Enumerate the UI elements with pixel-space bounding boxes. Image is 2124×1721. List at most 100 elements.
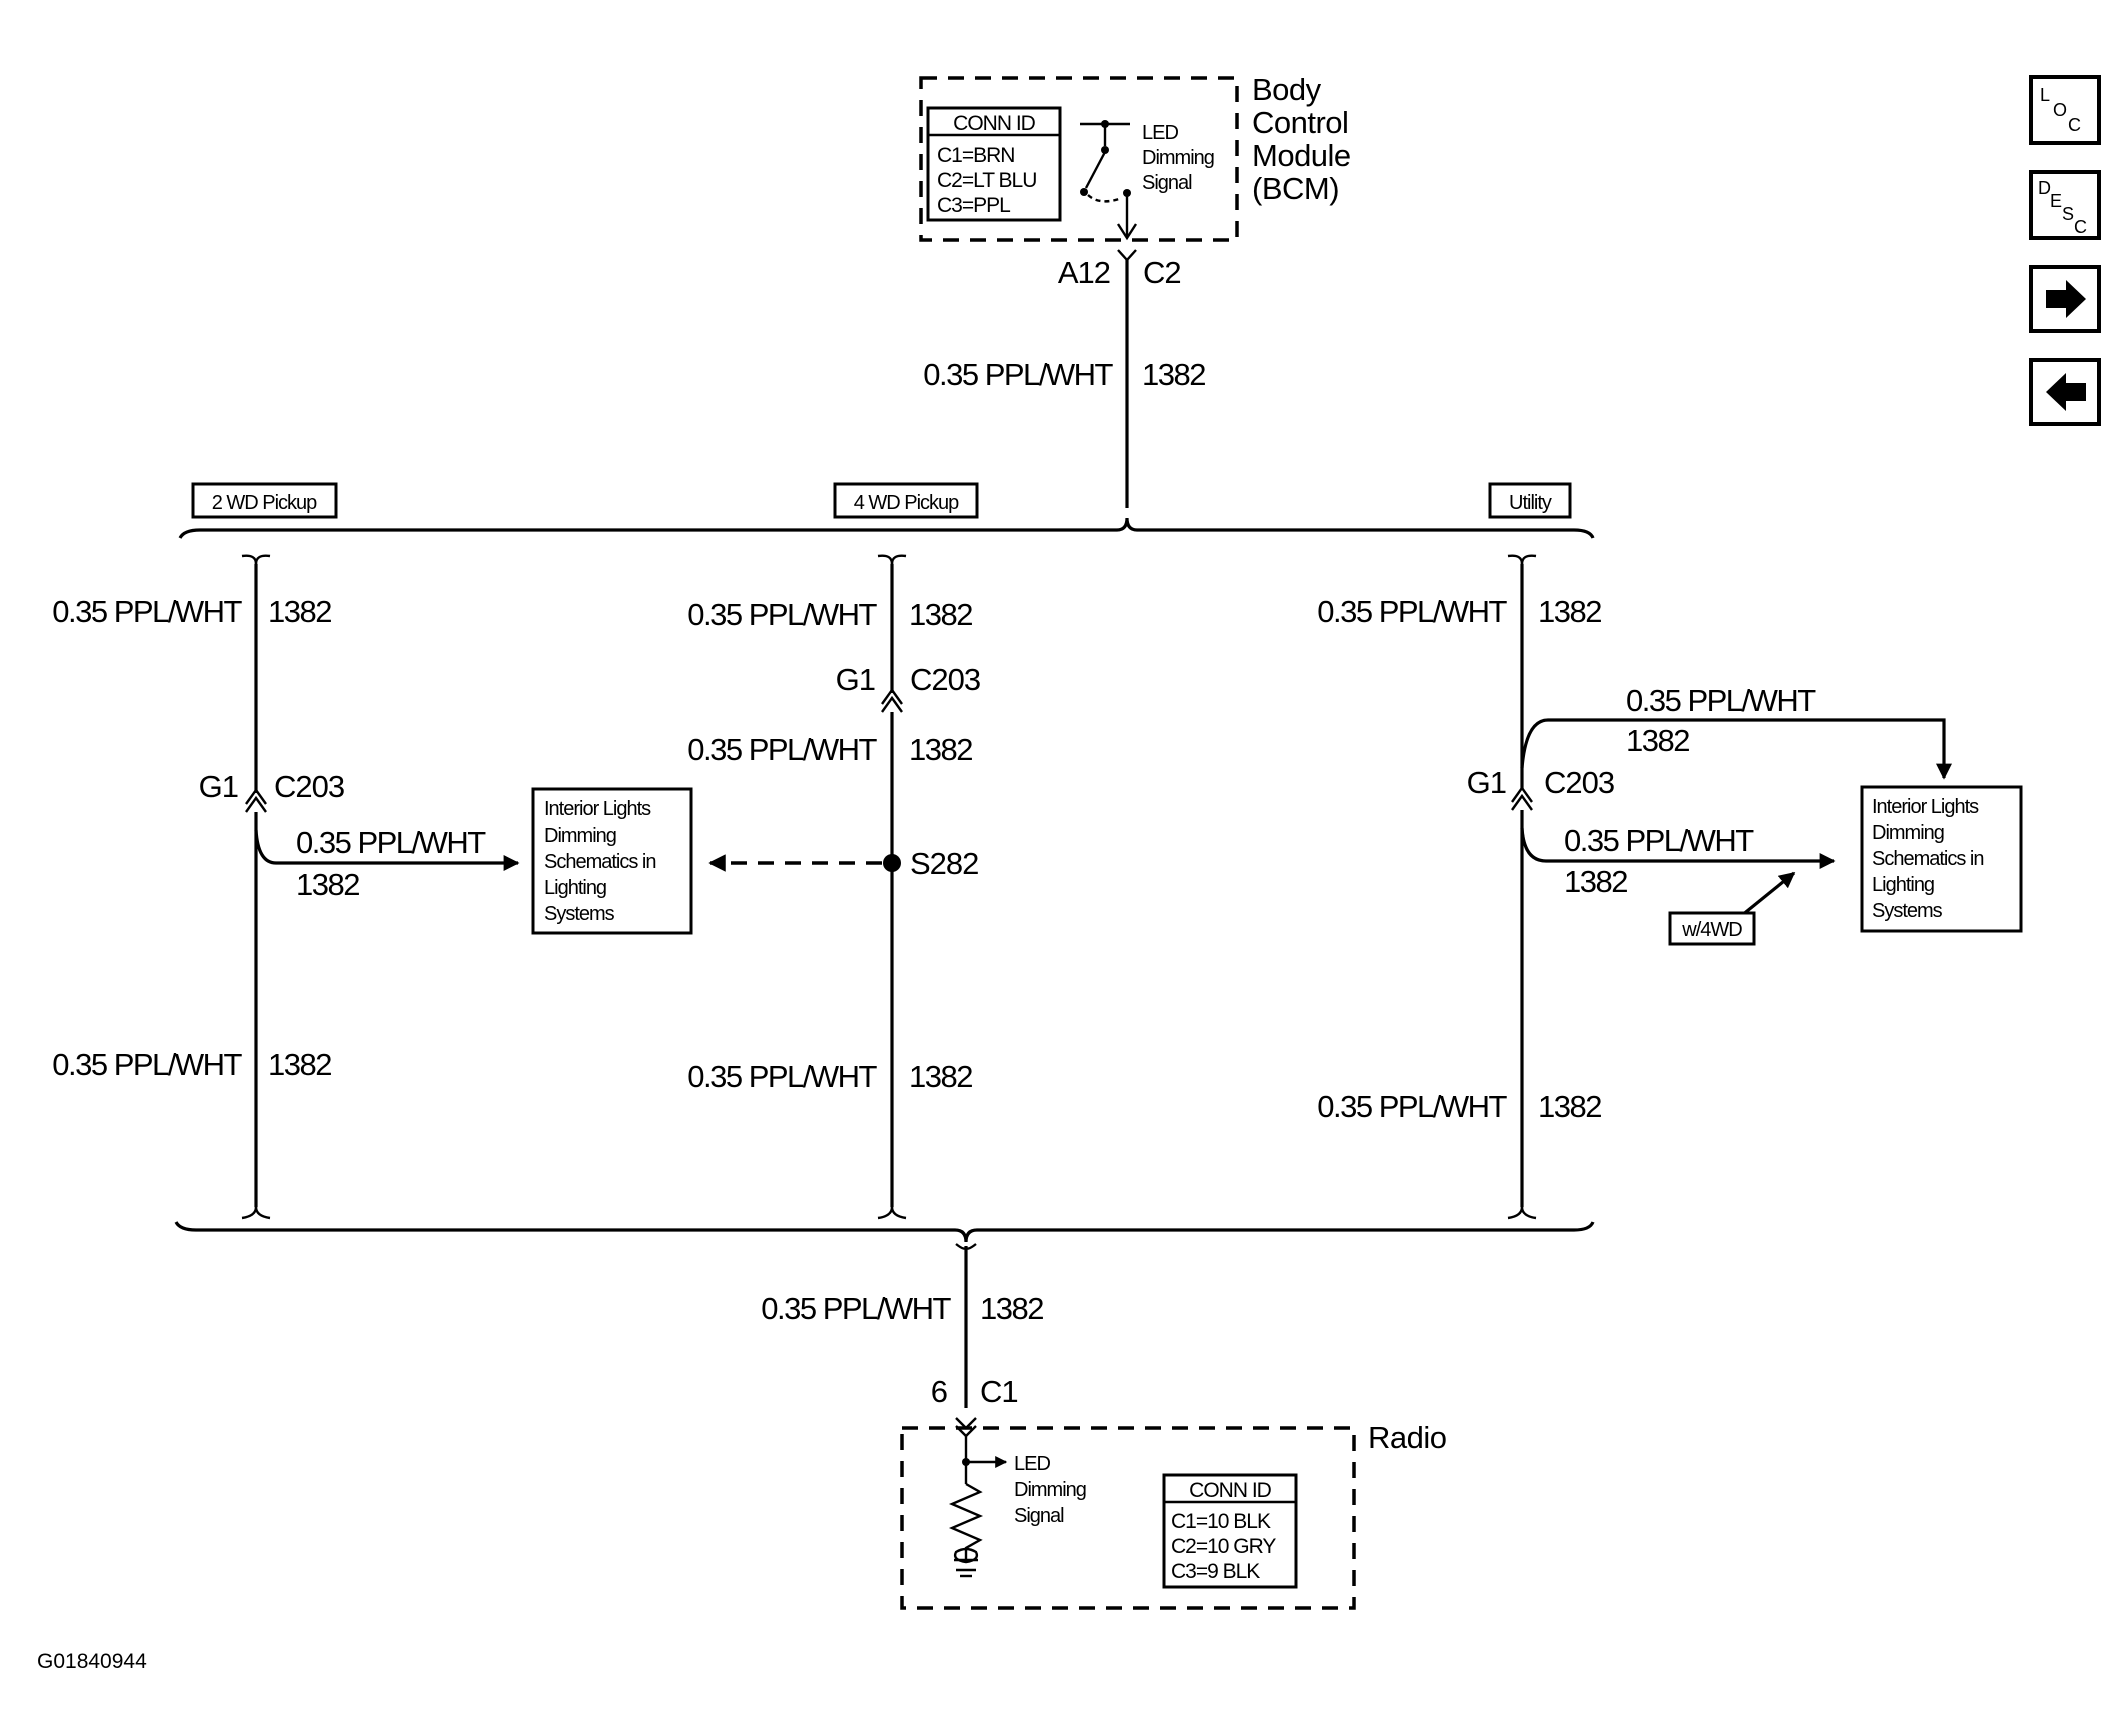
radio-conn-id-c3: C3=9 BLK bbox=[1171, 1560, 1260, 1583]
bcm-conn-id-c1: C1=BRN bbox=[937, 144, 1014, 167]
bcm-label-1: Body bbox=[1252, 72, 1322, 107]
left-lower-gauge: 0.35 PPL/WHT bbox=[52, 1047, 242, 1082]
figure-id: G01840944 bbox=[37, 1650, 147, 1673]
bcm-signal-line-1: LED bbox=[1142, 122, 1178, 144]
left-arrow-icon bbox=[2046, 373, 2086, 411]
ground-symbol bbox=[953, 1547, 979, 1564]
svg-text:O: O bbox=[2053, 100, 2067, 120]
svg-text:4 WD Pickup: 4 WD Pickup bbox=[854, 492, 959, 514]
left-branch-circuit: 1382 bbox=[296, 867, 359, 902]
left-branch-gauge: 0.35 PPL/WHT bbox=[296, 825, 486, 860]
radio-connector: C1 bbox=[980, 1374, 1018, 1409]
prev-button[interactable] bbox=[2029, 358, 2101, 426]
bottom-wire-gauge: 0.35 PPL/WHT bbox=[761, 1291, 951, 1326]
next-button[interactable] bbox=[2029, 265, 2101, 333]
svg-text:Schematics in: Schematics in bbox=[544, 851, 656, 873]
svg-text:w/4WD: w/4WD bbox=[1681, 919, 1742, 941]
svg-text:Lighting: Lighting bbox=[544, 877, 606, 899]
option-4wd-pickup: 4 WD Pickup bbox=[833, 482, 979, 519]
radio-conn-id-title: CONN ID bbox=[1189, 1479, 1272, 1502]
center-lower-circuit: 1382 bbox=[909, 1059, 972, 1094]
right-branch-gauge: 0.35 PPL/WHT bbox=[1564, 823, 1754, 858]
svg-text:Lighting: Lighting bbox=[1872, 874, 1934, 896]
bcm-module: CONN ID C1=BRN C2=LT BLU C3=PPL LED Dimm… bbox=[919, 72, 1351, 242]
svg-text:Interior Lights: Interior Lights bbox=[1872, 796, 1979, 818]
right-branch bbox=[1507, 554, 1952, 1220]
svg-text:2 WD Pickup: 2 WD Pickup bbox=[212, 492, 317, 514]
left-upper-gauge: 0.35 PPL/WHT bbox=[52, 594, 242, 629]
main-wire-gauge: 0.35 PPL/WHT bbox=[923, 357, 1113, 392]
left-upper-circuit: 1382 bbox=[268, 594, 331, 629]
radio-conn-id-c2: C2=10 GRY bbox=[1171, 1535, 1276, 1558]
right-lower-gauge: 0.35 PPL/WHT bbox=[1317, 1089, 1507, 1124]
svg-text:Systems: Systems bbox=[544, 903, 615, 925]
svg-text:E: E bbox=[2050, 191, 2062, 211]
right-top-circuit: 1382 bbox=[1626, 723, 1689, 758]
top-option-bracket bbox=[178, 517, 1595, 539]
bcm-conn-id-box bbox=[926, 106, 1062, 222]
bcm-dashed-outline bbox=[919, 76, 1239, 242]
loc-button[interactable]: L O C bbox=[2029, 75, 2101, 145]
center-mid-gauge: 0.35 PPL/WHT bbox=[687, 732, 877, 767]
radio-signal-line-2: Dimming bbox=[1014, 1479, 1086, 1501]
bcm-signal-line-2: Dimming bbox=[1142, 147, 1214, 169]
right-upper-gauge: 0.35 PPL/WHT bbox=[1317, 594, 1507, 629]
bottom-wire-circuit: 1382 bbox=[980, 1291, 1043, 1326]
desc-button[interactable]: D E S C bbox=[2029, 170, 2101, 240]
option-2wd-pickup: 2 WD Pickup bbox=[191, 482, 338, 519]
svg-text:Systems: Systems bbox=[1872, 900, 1943, 922]
bcm-signal-line-3: Signal bbox=[1142, 172, 1192, 194]
left-conn-pin: G1 bbox=[199, 769, 238, 804]
bcm-label-3: Module bbox=[1252, 138, 1351, 173]
svg-text:Interior Lights: Interior Lights bbox=[544, 798, 651, 820]
radio-conn-id-box: CONN ID C1=10 BLK C2=10 GRY C3=9 BLK bbox=[1162, 1473, 1298, 1589]
bcm-connector-symbol bbox=[1117, 249, 1137, 262]
bcm-conn-id-c3: C3=PPL bbox=[937, 194, 1010, 217]
left-conn-id: C203 bbox=[274, 769, 344, 804]
radio-signal-line-1: LED bbox=[1014, 1453, 1050, 1475]
svg-text:Dimming: Dimming bbox=[544, 825, 616, 847]
center-upper-circuit: 1382 bbox=[909, 597, 972, 632]
radio-conn-id-c1: C1=10 BLK bbox=[1171, 1510, 1271, 1533]
right-branch-circuit: 1382 bbox=[1564, 864, 1627, 899]
left-branch bbox=[241, 554, 520, 1220]
bottom-option-bracket bbox=[174, 1221, 1595, 1243]
right-upper-circuit: 1382 bbox=[1538, 594, 1601, 629]
radio-module bbox=[900, 1417, 1356, 1610]
right-conn-id: C203 bbox=[1544, 765, 1614, 800]
bcm-label-2: Control bbox=[1252, 105, 1348, 140]
bcm-conn-id-c2: C2=LT BLU bbox=[937, 169, 1036, 192]
bcm-label-4: (BCM) bbox=[1252, 171, 1339, 206]
svg-text:C: C bbox=[2074, 217, 2087, 237]
right-conn-pin: G1 bbox=[1467, 765, 1506, 800]
svg-text:L: L bbox=[2040, 85, 2050, 105]
option-utility: Utility bbox=[1488, 482, 1572, 519]
svg-text:Dimming: Dimming bbox=[1872, 822, 1944, 844]
bcm-switch-symbol bbox=[1080, 120, 1138, 241]
center-conn-id: C203 bbox=[910, 662, 980, 697]
radio-label: Radio bbox=[1368, 1420, 1447, 1455]
svg-text:Schematics in: Schematics in bbox=[1872, 848, 1984, 870]
splice-dot bbox=[883, 854, 901, 872]
splice-label: S282 bbox=[910, 846, 978, 881]
right-top-gauge: 0.35 PPL/WHT bbox=[1626, 683, 1816, 718]
radio-signal-line-3: Signal bbox=[1014, 1505, 1064, 1527]
main-wire-circuit: 1382 bbox=[1142, 357, 1205, 392]
svg-text:D: D bbox=[2038, 178, 2051, 198]
resistor-symbol bbox=[948, 1482, 984, 1560]
bcm-connector: C2 bbox=[1143, 255, 1181, 290]
center-lower-gauge: 0.35 PPL/WHT bbox=[687, 1059, 877, 1094]
option-tag-w4wd: w/4WD bbox=[1668, 911, 1756, 946]
radio-dashed-outline bbox=[900, 1426, 1356, 1610]
bcm-pin: A12 bbox=[1058, 255, 1110, 290]
bcm-conn-id-title: CONN ID bbox=[953, 112, 1036, 135]
center-conn-pin: G1 bbox=[836, 662, 875, 697]
right-arrow-icon bbox=[2046, 280, 2086, 318]
left-lower-circuit: 1382 bbox=[268, 1047, 331, 1082]
ref-box-right: Interior Lights Dimming Schematics in Li… bbox=[1860, 785, 2023, 933]
svg-text:S: S bbox=[2062, 204, 2074, 224]
svg-text:C: C bbox=[2068, 115, 2081, 135]
ref-box-left: Interior Lights Dimming Schematics in Li… bbox=[531, 787, 693, 935]
center-mid-circuit: 1382 bbox=[909, 732, 972, 767]
